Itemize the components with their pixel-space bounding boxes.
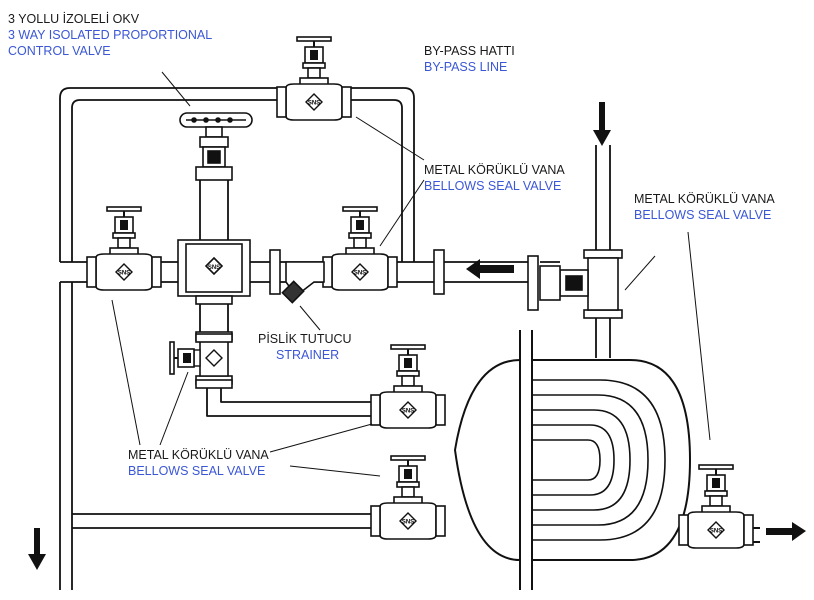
bypass-label-tr: BY-PASS HATTI bbox=[424, 44, 515, 58]
right-isolation-valve bbox=[322, 206, 398, 291]
strainer-label-en: STRAINER bbox=[276, 348, 340, 362]
arrow-right-outlet bbox=[766, 522, 806, 541]
arrow-left-header bbox=[466, 259, 514, 279]
bellows-bottom-label-en: BELLOWS SEAL VALVE bbox=[128, 464, 266, 478]
steam-inlet-valve bbox=[527, 249, 623, 319]
strainer-label-tr: PİSLİK TUTUCU bbox=[258, 332, 352, 346]
bellows-right-label-en: BELLOWS SEAL VALVE bbox=[634, 208, 772, 222]
bellows-right-label-tr: METAL KÖRÜKLÜ VANA bbox=[634, 192, 775, 206]
okv-label-en-line1: 3 WAY ISOLATED PROPORTIONAL bbox=[8, 28, 213, 42]
left-isolation-valve bbox=[86, 206, 162, 291]
lower-exchanger-valve bbox=[370, 455, 446, 540]
heat-exchanger bbox=[453, 330, 760, 590]
arrow-down-drain bbox=[28, 528, 46, 570]
leader-lines bbox=[111, 71, 711, 477]
bypass-label-en: BY-PASS LINE bbox=[424, 60, 508, 74]
okv-label-en-line2: CONTROL VALVE bbox=[8, 44, 111, 58]
strainer bbox=[281, 261, 325, 304]
flow-arrows bbox=[28, 102, 806, 570]
bypass-valve bbox=[276, 36, 352, 121]
arrow-down-inlet bbox=[593, 102, 611, 146]
bypass-pipe-inner bbox=[71, 99, 403, 262]
svg-text:SNS: SNS bbox=[208, 265, 220, 271]
bellows-top-label-en: BELLOWS SEAL VALVE bbox=[424, 179, 562, 193]
bellows-top-label-tr: METAL KÖRÜKLÜ VANA bbox=[424, 163, 565, 177]
bypass-pipe-outer bbox=[59, 87, 415, 262]
bellows-bottom-label-tr: METAL KÖRÜKLÜ VANA bbox=[128, 448, 269, 462]
okv-label-tr: 3 YOLLU İZOLELİ OKV bbox=[8, 12, 140, 26]
three-way-control-valve: SNS bbox=[177, 112, 253, 305]
upper-exchanger-valve bbox=[370, 344, 446, 429]
